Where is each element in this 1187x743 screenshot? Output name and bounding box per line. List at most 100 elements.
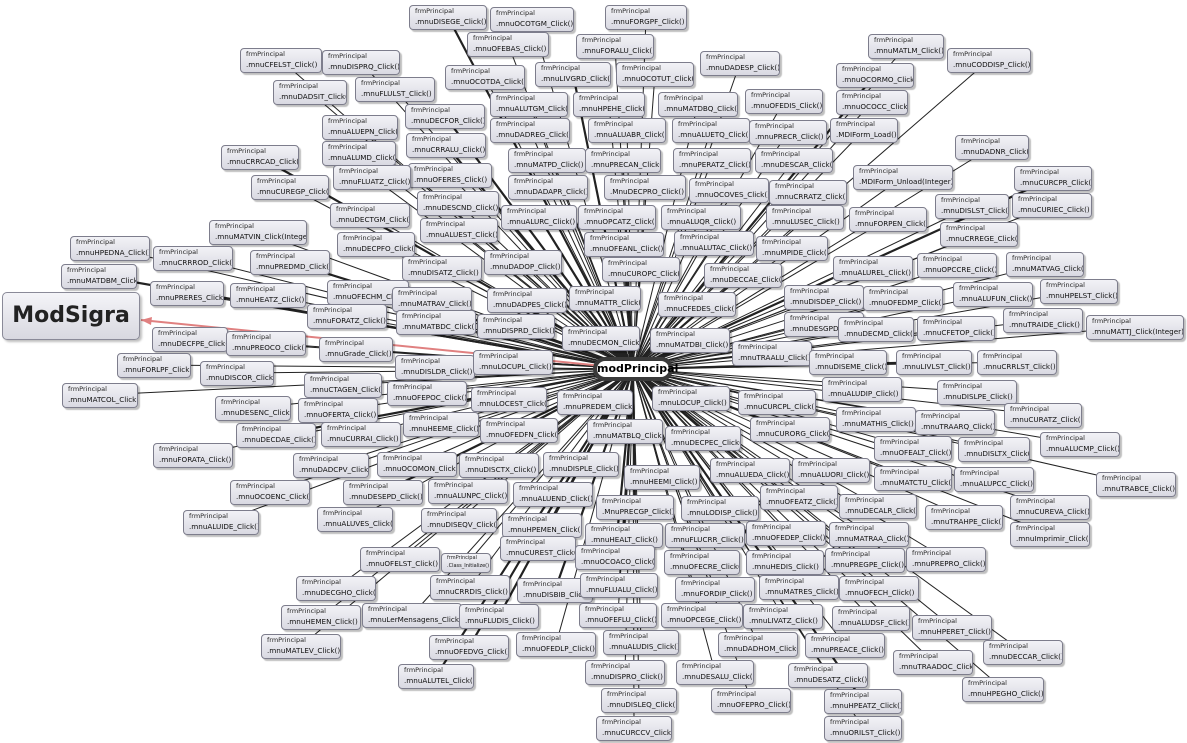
node-mnualuend-click[interactable]: frmPrincipal.mnuALUEND_Click() (513, 482, 593, 507)
node-mnuhealt-click[interactable]: frmPrincipal.mnuHEALT_Click() (585, 523, 663, 548)
node-mnuhperet-click[interactable]: frmPrincipal.mnuHPERET_Click() (912, 615, 992, 640)
node-mnuofedep-click[interactable]: frmPrincipal.mnuOFEDEP_Click() (746, 521, 826, 546)
node-mnuforlpf-click[interactable]: frmPrincipal.mnuFORLPF_Click() (117, 353, 191, 378)
node-mnucrrcad-click[interactable]: frmPrincipal.mnuCRRCAD_Click() (221, 145, 299, 170)
node-mnudescnd-click[interactable]: frmPrincipal.mnuDESCND_Click() (417, 191, 499, 216)
node-mnumatlm-click[interactable]: frmPrincipal.mnuMATLM_Click() (868, 34, 944, 59)
node-mnutraadoc-click[interactable]: frmPrincipal.mnuTRAADOC_Click() (893, 650, 973, 675)
node-mnudecfor-click[interactable]: frmPrincipal.mnuDECFOR_Click() (405, 104, 485, 129)
node-mnualutgm-click[interactable]: frmPrincipal.mnuALUTGM_Click() (490, 92, 568, 117)
node-mnucrralu-click[interactable]: frmPrincipal.mnuCRRALU_Click() (406, 133, 486, 158)
node-mnuofepoc-click[interactable]: frmPrincipal.mnuOFEPOC_Click() (387, 381, 467, 406)
node-mnuocoves-click[interactable]: frmPrincipal.mnuOCOVES_Click() (689, 178, 769, 203)
node-mnualuide-click[interactable]: frmPrincipal.mnuALUIDE_Click() (183, 510, 259, 535)
node-mnuheemi-click[interactable]: frmPrincipal.mnuHEEMI_Click() (624, 465, 700, 490)
node-mdiform-unload[interactable]: frmPrincipal.MDIForm_Unload(Integer) (853, 165, 953, 190)
node-mnuhedis-click[interactable]: frmPrincipal.mnuHEDIS_Click() (746, 550, 824, 575)
node-mnuococc-click[interactable]: frmPrincipal.mnuOCOCC_Click() (836, 90, 908, 115)
node-mnudecpfo-click[interactable]: frmPrincipal.mnuDECPFO_Click() (337, 232, 415, 257)
node-mnulivlst-click[interactable]: frmPrincipal.mnuLIVLST_Click() (896, 350, 972, 375)
node-mnudadreg-click[interactable]: frmPrincipal.mnuDADREG_Click() (490, 118, 570, 143)
node-mnulivatz-click[interactable]: frmPrincipal.mnuLIVATZ_Click() (743, 604, 823, 629)
node-mnualutel-click[interactable]: frmPrincipal.mnuALUTEL_Click() (398, 664, 474, 689)
node-mnudadnr-click[interactable]: frmPrincipal.mnuDADNR_Click() (955, 135, 1029, 160)
node-mnudecmon-click[interactable]: frmPrincipal.mnuDECMON_Click() (562, 326, 640, 351)
node-mnumattr-click[interactable]: frmPrincipal.mnuMATTR_Click() (569, 286, 641, 311)
node-mnulivgrd-click[interactable]: frmPrincipal.mnuLIVGRD_Click() (535, 62, 611, 87)
node-mnualucmp-click[interactable]: frmPrincipal.mnuALUCMP_Click() (1040, 432, 1120, 457)
node-mnudislst-click[interactable]: frmPrincipal.mnuDISLST_Click() (935, 194, 1009, 219)
node-mnucuriec-click[interactable]: frmPrincipal.mnuCURIEC_Click() (1012, 193, 1092, 218)
node-mnuperatz-click[interactable]: frmPrincipal.mnuPERATZ_Click() (673, 148, 751, 173)
node-mnualuves-click[interactable]: frmPrincipal.mnuALUVES_Click() (317, 507, 393, 532)
node-mnuofecre-click[interactable]: frmPrincipal.mnuOFECRE_Click() (664, 550, 740, 575)
node-mnuimprimir-click[interactable]: frmPrincipal.mnuImprimir_Click() (1010, 522, 1090, 547)
node-mnumatpd-click[interactable]: frmPrincipal.mnuMATPD_Click() (508, 148, 586, 173)
node-mnudadpes-click[interactable]: frmPrincipal.mnuDADPES_Click() (487, 288, 567, 313)
node-mnudisple-click[interactable]: frmPrincipal.mnuDISPLE_Click() (543, 452, 619, 477)
node-mnulocup-click[interactable]: frmPrincipal.mnuLOCUP_Click() (652, 386, 730, 411)
node-mnumatdbm-click[interactable]: frmPrincipal.mnuMATDBM_Click() (61, 264, 137, 289)
node-mnuofedlp-click[interactable]: frmPrincipal.mnuOFEDLP_Click() (516, 632, 596, 657)
node-mnudisege-click[interactable]: frmPrincipal.mnuDISEGE_Click() (409, 5, 487, 30)
node-mnumatrav-click[interactable]: frmPrincipal.mnuMATRAV_Click() (392, 287, 472, 312)
node-mnuocormo-click[interactable]: frmPrincipal.mnuOCORMO_Click() (836, 63, 914, 88)
node-mnudadop-click[interactable]: frmPrincipal.mnuDADOP_Click() (484, 250, 562, 275)
node-mnudislpe-click[interactable]: frmPrincipal.mnuDISLPE_Click() (937, 380, 1017, 405)
node-mnumatlev-click[interactable]: frmPrincipal.mnuMATLEV_Click() (261, 634, 341, 659)
node-mnudadsit-click[interactable]: frmPrincipal.mnuDADSIT_Click() (273, 80, 347, 105)
node-mnucuregp-click[interactable]: frmPrincipal.mnuCUREGP_Click() (251, 175, 329, 200)
node-mnuctagen-click[interactable]: frmPrincipal.mnuCTAGEN_Click() (304, 373, 382, 398)
node-mnutraide-click[interactable]: frmPrincipal.mnuTRAIDE_Click() (1003, 308, 1083, 333)
node-mnualurc-click[interactable]: frmPrincipal.mnuALURC_Click() (501, 205, 577, 230)
node-mnuopcege-click[interactable]: frmPrincipal.mnuOPCEGE_Click() (661, 603, 743, 628)
node-mnudecdae-click[interactable]: frmPrincipal.mnuDECDAE_Click() (236, 423, 316, 448)
node-mnucurcpr-click[interactable]: frmPrincipal.mnuCURCPR_Click() (1014, 166, 1092, 191)
node-mnualuori-click[interactable]: frmPrincipal.mnuALUORI_Click() (792, 458, 870, 483)
node-mnumatdbq-click[interactable]: frmPrincipal.mnuMATDBQ_Click() (658, 92, 738, 117)
node-mnudecpro-click[interactable]: frmPrincipal.MnuDECPRO_Click() (604, 175, 686, 200)
node-mnuhpemen-click[interactable]: frmPrincipal.mnuHPEMEN_Click() (502, 513, 582, 538)
node-mnuhpeatz-click[interactable]: frmPrincipal.mnuHPEATZ_Click() (824, 689, 902, 714)
node-mnuofedis-click[interactable]: frmPrincipal.mnuOFEDIS_Click() (745, 89, 823, 114)
node-mnuocotgm-click[interactable]: frmPrincipal.mnuOCOTGM_Click() (490, 7, 574, 32)
node-mnuofelst-click[interactable]: frmPrincipal.mnuOFELST_Click() (360, 547, 440, 572)
node-mnupreres-click[interactable]: frmPrincipal.mnuPRERES_Click() (150, 281, 224, 306)
node-mnutrabce-click[interactable]: frmPrincipal.mnuTRABCE_Click() (1096, 472, 1176, 497)
node-mnucurccv-click[interactable]: frmPrincipal.mnuCURCCV_Click() (596, 716, 672, 741)
node-mnumatblq-click[interactable]: frmPrincipal.mnuMATBLQ_Click() (587, 419, 663, 444)
node-mnudisatz-click[interactable]: frmPrincipal.mnuDISATZ_Click() (402, 256, 482, 281)
center-node-modprincipal[interactable]: modPrincipal (593, 357, 678, 381)
node-mnumatbdc-click[interactable]: frmPrincipal.mnuMATBDC_Click() (396, 310, 476, 335)
node-mnucurcpl-click[interactable]: frmPrincipal.mnuCURCPL_Click() (738, 390, 816, 415)
node-mnualuepn-click[interactable]: frmPrincipal.mnuALUEPN_Click() (322, 115, 398, 140)
node-mnuofealt-click[interactable]: frmPrincipal.mnuOFEALT_Click() (874, 436, 952, 461)
node-mnudeccae-click[interactable]: frmPrincipal.mnuDECCAE_Click() (704, 263, 782, 288)
node-mnudeccar-click[interactable]: frmPrincipal.mnuDECCAR_Click() (983, 640, 1063, 665)
node-mnumatdbi-click[interactable]: frmPrincipal.mnuMATDBI_Click() (650, 328, 730, 353)
node-mnudesalu-click[interactable]: frmPrincipal.mnuDESALU_Click() (676, 660, 754, 685)
node-mnuoferta-click[interactable]: frmPrincipal.mnuOFERTA_Click() (298, 398, 378, 423)
node-mnulodisp-click[interactable]: frmPrincipal.mnuLODISP_Click() (681, 496, 759, 521)
node-mnudisleq-click[interactable]: frmPrincipal.mnuDISLEQ_Click() (601, 688, 677, 713)
node-mnuprecr-click[interactable]: frmPrincipal.mnuPRECR_Click() (749, 120, 827, 145)
node-mnualuetq-click[interactable]: frmPrincipal.mnuALUETQ_Click() (672, 118, 750, 143)
node-mnucuratz-click[interactable]: frmPrincipal.mnuCURATZ_Click() (1004, 403, 1082, 428)
node-mnuprepro-click[interactable]: frmPrincipal.mnuPREPRO_Click() (906, 547, 986, 572)
node-mnudadhom-click[interactable]: frmPrincipal.mnuDADHOM_Click() (718, 632, 798, 657)
node-mnudecgho-click[interactable]: frmPrincipal.mnuDECGHO_Click() (296, 576, 376, 601)
node-mnuhpedna-click[interactable]: frmPrincipal.mnuHPEDNA_Click() (70, 236, 150, 261)
node-mnufluatz-click[interactable]: frmPrincipal.mnuFLUATZ_Click() (333, 165, 411, 190)
node-mnucurest-click[interactable]: frmPrincipal.mnuCUREST_Click() (500, 536, 576, 561)
node-mnudispro-click[interactable]: frmPrincipal.mnuDISPRO_Click() (585, 660, 665, 685)
node-mnupredem-click[interactable]: frmPrincipal.mnuPREDEM_Click() (557, 390, 633, 415)
node-mnudecalr-click[interactable]: frmPrincipal.mnuDECALR_Click() (839, 494, 917, 519)
node-mnupregpe-click[interactable]: frmPrincipal.mnuPREGPE_Click() (825, 548, 905, 573)
node-mnudisctx-click[interactable]: frmPrincipal.mnuDISCTX_Click() (459, 453, 539, 478)
node-mnucrrdis-click[interactable]: frmPrincipal.mnuCRRDIS_Click() (430, 575, 510, 600)
module-node-modsigra[interactable]: ModSigra (2, 292, 140, 340)
node-mnuprecan-click[interactable]: frmPrincipal.mnuPRECAN_Click() (585, 148, 661, 173)
node-mnuoferes-click[interactable]: frmPrincipal.mnuOFERES_Click() (408, 163, 492, 188)
node-mnudisprq-click[interactable]: frmPrincipal.mnuDISPRQ_Click() (322, 50, 400, 75)
node-mnuflucrr-click[interactable]: frmPrincipal.mnuFLUCRR_Click() (665, 523, 745, 548)
